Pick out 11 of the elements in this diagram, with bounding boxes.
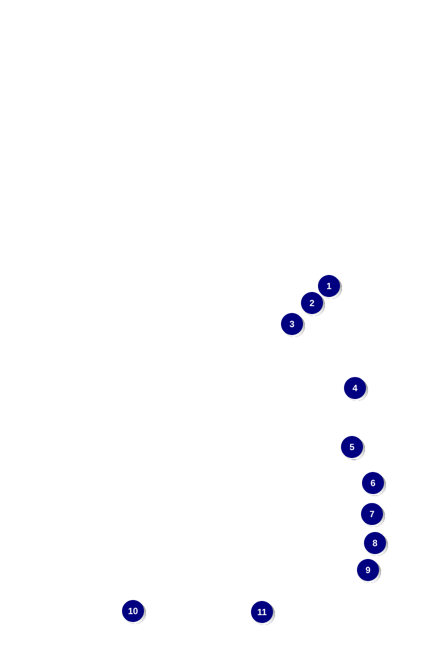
callout-number: 11 bbox=[251, 601, 275, 625]
callout-number: 10 bbox=[122, 600, 146, 624]
callout-number: 3 bbox=[281, 313, 305, 337]
callout-number: 7 bbox=[361, 503, 385, 527]
callout-number: 9 bbox=[357, 559, 381, 583]
callout-number: 5 bbox=[341, 436, 365, 460]
callout-number: 2 bbox=[301, 292, 325, 316]
callout-number: 8 bbox=[364, 532, 388, 556]
callout-number: 4 bbox=[344, 377, 368, 401]
callout-number: 6 bbox=[362, 472, 386, 496]
callout-number: 1 bbox=[318, 275, 342, 299]
